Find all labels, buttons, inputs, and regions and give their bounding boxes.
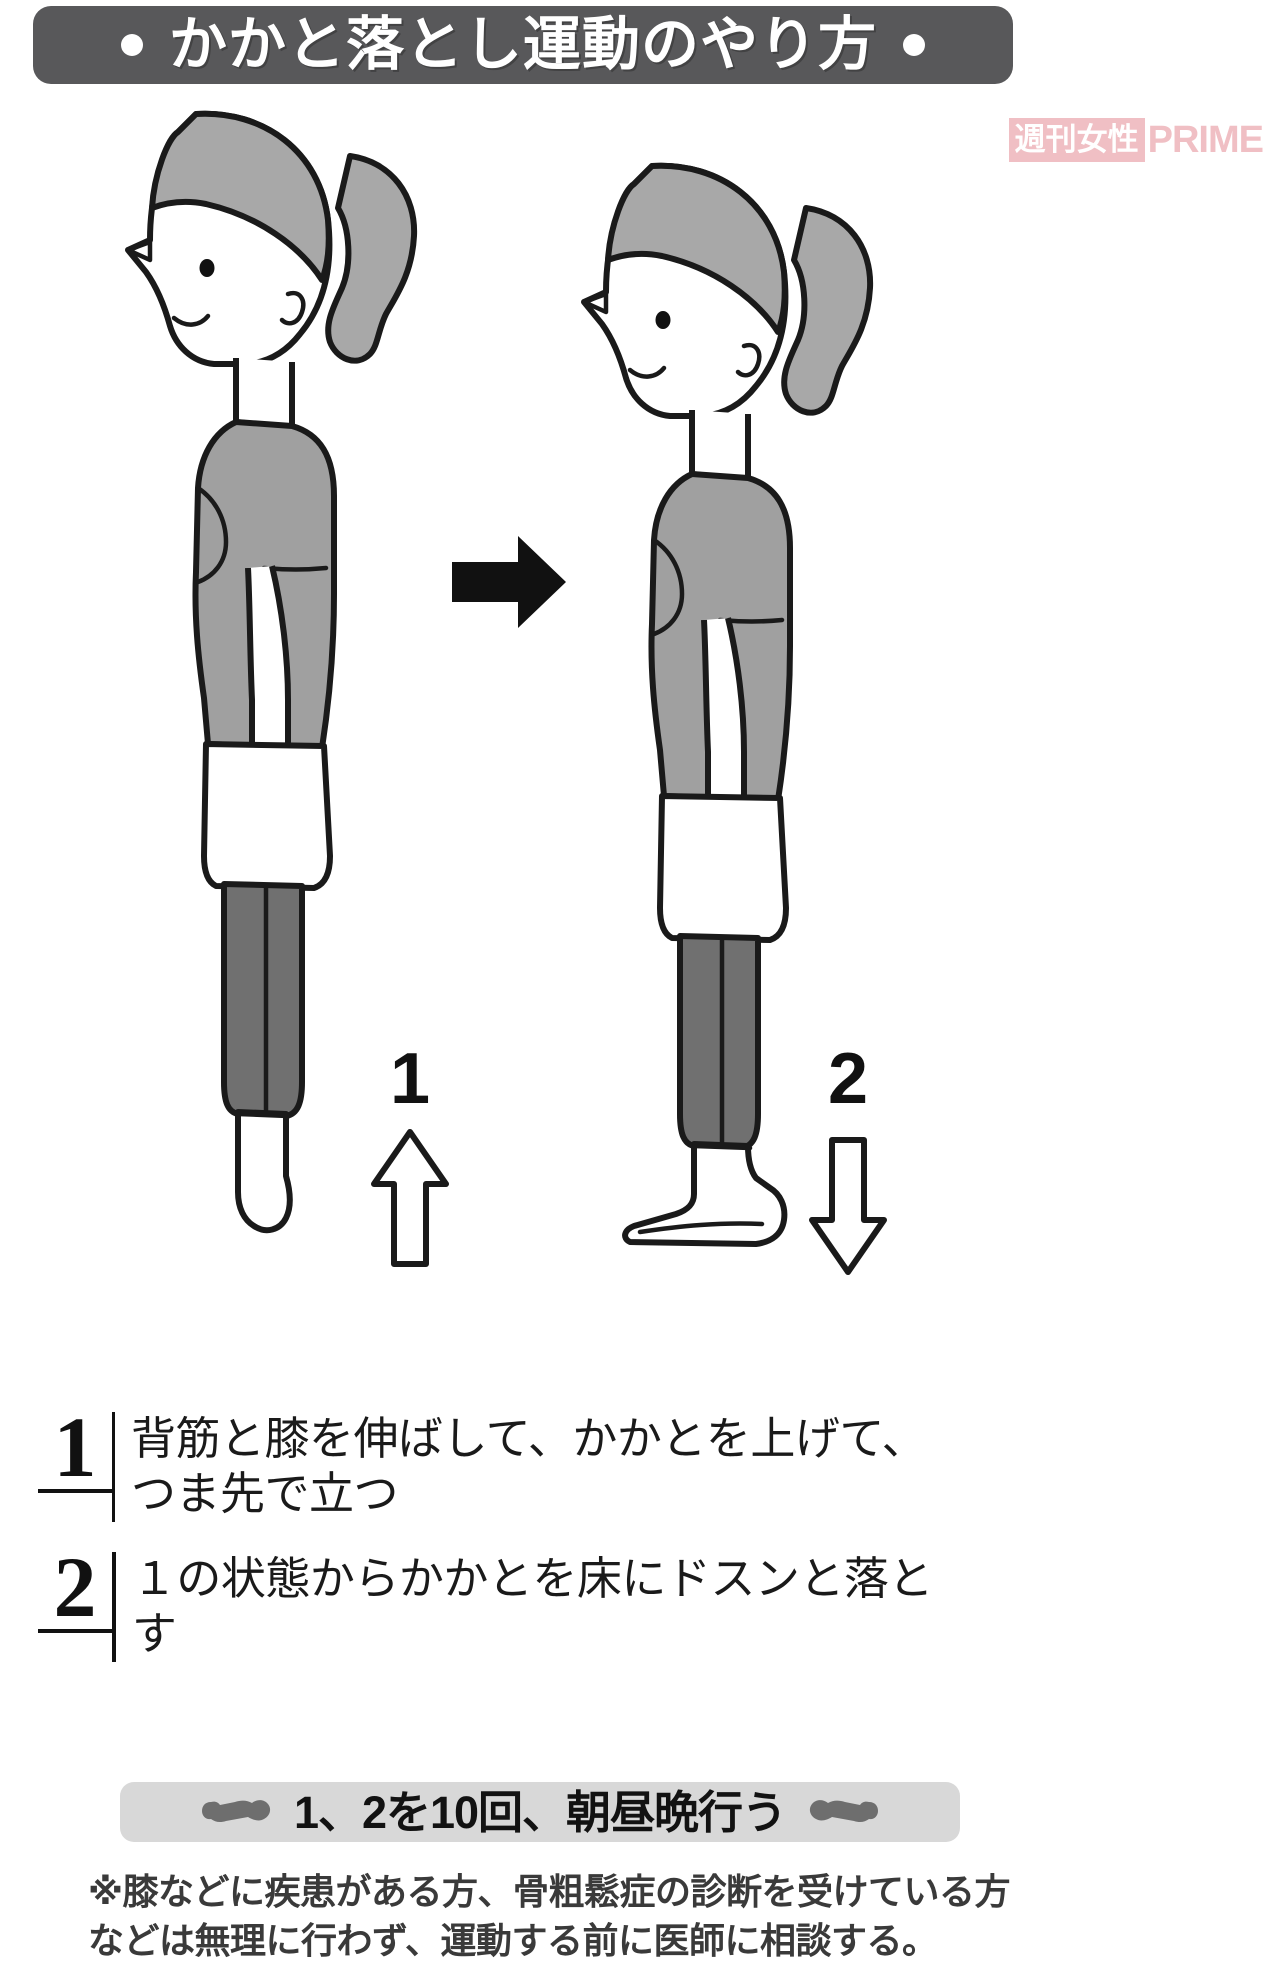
transition-arrow-icon xyxy=(452,536,566,628)
footnote-line-2: などは無理に行わず、運動する前に医師に相談する。 xyxy=(88,1919,938,1961)
illustration-stage: .ol{fill:none;stroke:#1a1a1a;stroke-widt… xyxy=(0,96,1280,1386)
up-arrow-group: 1 xyxy=(371,1039,449,1267)
repetition-text: 1、2を10回、朝昼晩行う xyxy=(293,1786,787,1838)
footnote: ※膝などに疾患がある方、骨粗鬆症の診断を受けている方 などは無理に行わず、運動す… xyxy=(88,1868,1198,1965)
steps-list: 1 背筋と膝を伸ばして、かかとを上げて、つま先で立つ 2 １の状態からかかとを床… xyxy=(38,1404,938,1688)
exercise-illustration: .ol{fill:none;stroke:#1a1a1a;stroke-widt… xyxy=(125,110,887,1275)
watermark-logo: 週刊女性 PRIME xyxy=(1008,118,1264,162)
step-text: 背筋と膝を伸ばして、かかとを上げて、つま先で立つ xyxy=(131,1413,927,1519)
step-text: １の状態からかかとを床にドスンと落とす xyxy=(131,1552,934,1659)
step-item: 2 １の状態からかかとを床にドスンと落とす xyxy=(38,1544,938,1662)
step-divider xyxy=(112,1412,116,1522)
title-left-dot-icon xyxy=(120,34,143,56)
page-title: かかと落とし運動のやり方 xyxy=(168,12,877,77)
left-figure xyxy=(125,110,418,1234)
step-number: 2 xyxy=(38,1544,112,1633)
title-bar: かかと落とし運動のやり方 xyxy=(33,6,1013,84)
title-right-dot-icon xyxy=(903,34,925,56)
up-arrow-number: 1 xyxy=(390,1039,430,1119)
up-arrow-icon xyxy=(371,1129,449,1267)
bone-icon-left xyxy=(201,1800,271,1823)
down-arrow-group: 2 xyxy=(809,1039,887,1275)
watermark-brand: PRIME xyxy=(1147,119,1264,161)
step-number: 1 xyxy=(38,1404,112,1494)
bone-icon-right xyxy=(809,1800,879,1823)
step-item: 1 背筋と膝を伸ばして、かかとを上げて、つま先で立つ xyxy=(38,1404,938,1522)
watermark-magazine-name: 週刊女性 xyxy=(1008,118,1145,162)
footnote-line-1: ※膝などに疾患がある方、骨粗鬆症の診断を受けている方 xyxy=(88,1871,1011,1912)
right-figure xyxy=(581,162,874,1247)
down-arrow-icon xyxy=(809,1137,887,1275)
step-divider xyxy=(112,1551,116,1662)
down-arrow-number: 2 xyxy=(828,1039,868,1119)
repetition-banner: 1、2を10回、朝昼晩行う xyxy=(120,1782,960,1842)
